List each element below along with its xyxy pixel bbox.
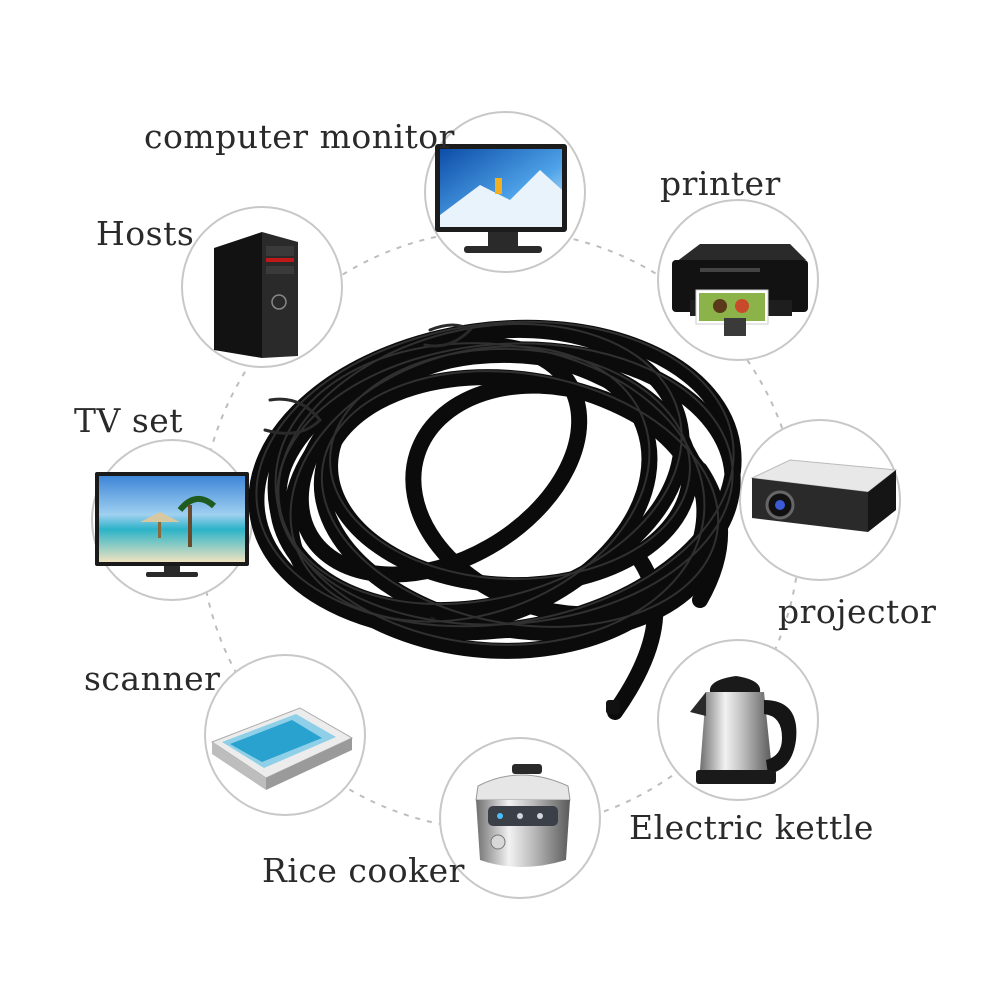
computer-monitor-icon — [435, 144, 567, 253]
monitor-circle — [424, 111, 586, 273]
printer-icon — [672, 244, 808, 336]
hosts-circle — [181, 206, 343, 368]
tv-icon — [95, 472, 249, 577]
label-scanner: scanner — [84, 659, 221, 698]
rice-cooker-icon — [475, 764, 571, 867]
rice-cooker-circle — [439, 737, 601, 899]
label-tv-set: TV set — [74, 401, 184, 440]
desktop-tower-icon — [214, 232, 298, 358]
scanner-icon — [210, 707, 354, 790]
cable-coil — [248, 319, 742, 720]
printer-circle — [657, 199, 819, 361]
label-hosts: Hosts — [96, 214, 195, 253]
projector-icon — [750, 459, 898, 532]
kettle-circle — [657, 639, 819, 801]
label-printer: printer — [660, 164, 781, 203]
label-projector: projector — [778, 592, 937, 631]
electric-kettle-icon — [690, 676, 797, 784]
tv-circle — [91, 439, 253, 601]
projector-circle — [739, 419, 901, 581]
label-electric-kettle: Electric kettle — [629, 808, 874, 847]
scanner-circle — [204, 654, 366, 816]
label-rice-cooker: Rice cooker — [262, 851, 465, 890]
label-computer-monitor: computer monitor — [144, 117, 455, 156]
